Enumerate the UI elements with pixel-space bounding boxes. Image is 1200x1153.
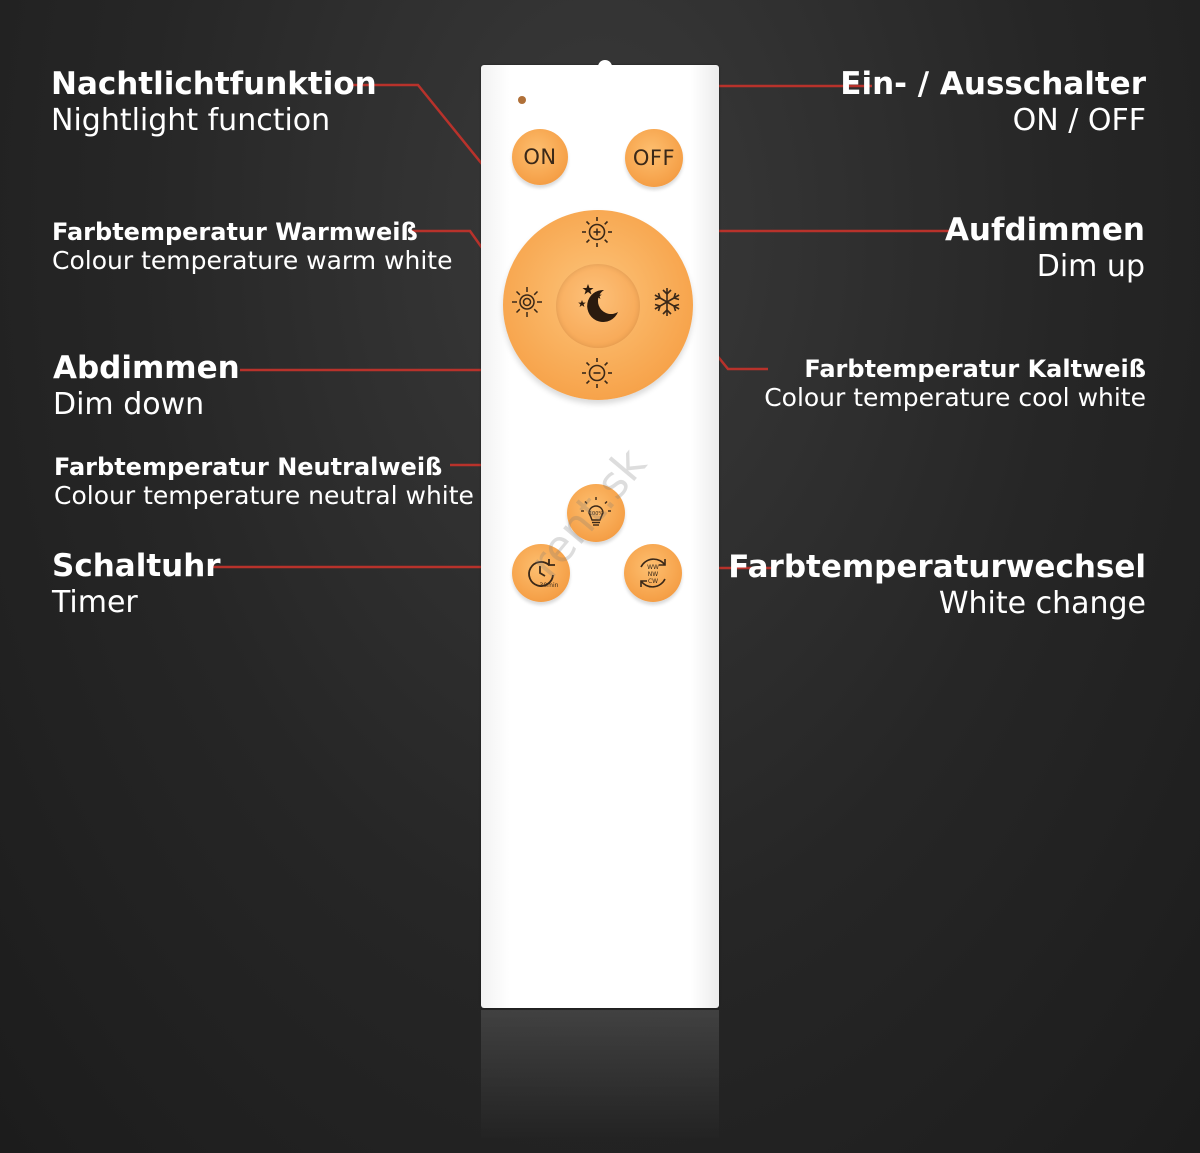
timer-button[interactable]: 30min [512, 544, 570, 602]
on-button-label: ON [523, 145, 557, 169]
label-dimup: Aufdimmen Dim up [945, 212, 1145, 284]
label-neutral: Farbtemperatur Neutralweiß Colour temper… [54, 453, 474, 511]
on-button[interactable]: ON [512, 129, 568, 185]
label-timer-en: Timer [52, 584, 138, 620]
label-neutral-de: Farbtemperatur Neutralweiß [54, 453, 443, 481]
label-dimdown-de: Abdimmen [53, 350, 240, 386]
sun-warm-icon[interactable] [510, 285, 544, 319]
label-change-en: White change [938, 585, 1146, 621]
status-led [518, 96, 526, 104]
label-onoff: Ein- / Ausschalter ON / OFF [840, 66, 1146, 138]
off-button[interactable]: OFF [625, 129, 683, 187]
neutral-button-text: 100% [589, 511, 604, 517]
snowflake-icon[interactable] [650, 285, 684, 319]
sun-plus-icon[interactable] [580, 215, 614, 249]
label-onoff-en: ON / OFF [1012, 102, 1146, 138]
sun-minus-icon[interactable] [580, 356, 614, 390]
label-change: Farbtemperaturwechsel White change [728, 549, 1146, 621]
label-warm-de: Farbtemperatur Warmweiß [52, 218, 418, 246]
label-nightlight-de: Nachtlichtfunktion [51, 66, 377, 102]
label-change-de: Farbtemperaturwechsel [728, 549, 1146, 585]
change-text-nw: NW [648, 571, 658, 578]
timer-icon: 30min [528, 559, 559, 589]
timer-button-text: 30min [540, 582, 559, 589]
off-button-label: OFF [632, 146, 676, 170]
remote-notch [598, 60, 612, 68]
neutral-white-button[interactable]: 100% [567, 484, 625, 542]
change-text-cw: CW [648, 578, 658, 585]
label-cool-de: Farbtemperatur Kaltweiß [804, 355, 1146, 383]
label-nightlight-en: Nightlight function [51, 102, 331, 138]
label-dimdown: Abdimmen Dim down [53, 350, 240, 422]
label-timer-de: Schaltuhr [52, 548, 221, 584]
label-dimdown-en: Dim down [53, 386, 205, 422]
remote-reflection [481, 1010, 719, 1140]
label-nightlight: Nachtlichtfunktion Nightlight function [51, 66, 377, 138]
label-dimup-de: Aufdimmen [944, 212, 1145, 248]
bulb-icon: 100% [581, 497, 611, 526]
white-change-button[interactable]: WW NW CW [624, 544, 682, 602]
label-cool-en: Colour temperature cool white [764, 383, 1146, 413]
label-neutral-en: Colour temperature neutral white [54, 481, 474, 511]
moon-stars-icon [578, 284, 618, 322]
label-cool: Farbtemperatur Kaltweiß Colour temperatu… [764, 355, 1146, 413]
label-timer: Schaltuhr Timer [52, 548, 221, 620]
label-onoff-de: Ein- / Ausschalter [840, 66, 1146, 102]
change-text-ww: WW [647, 564, 659, 571]
cycle-icon: WW NW CW [640, 558, 666, 588]
label-dimup-en: Dim up [1036, 248, 1145, 284]
label-warm: Farbtemperatur Warmweiß Colour temperatu… [52, 218, 452, 276]
label-warm-en: Colour temperature warm white [52, 246, 453, 276]
